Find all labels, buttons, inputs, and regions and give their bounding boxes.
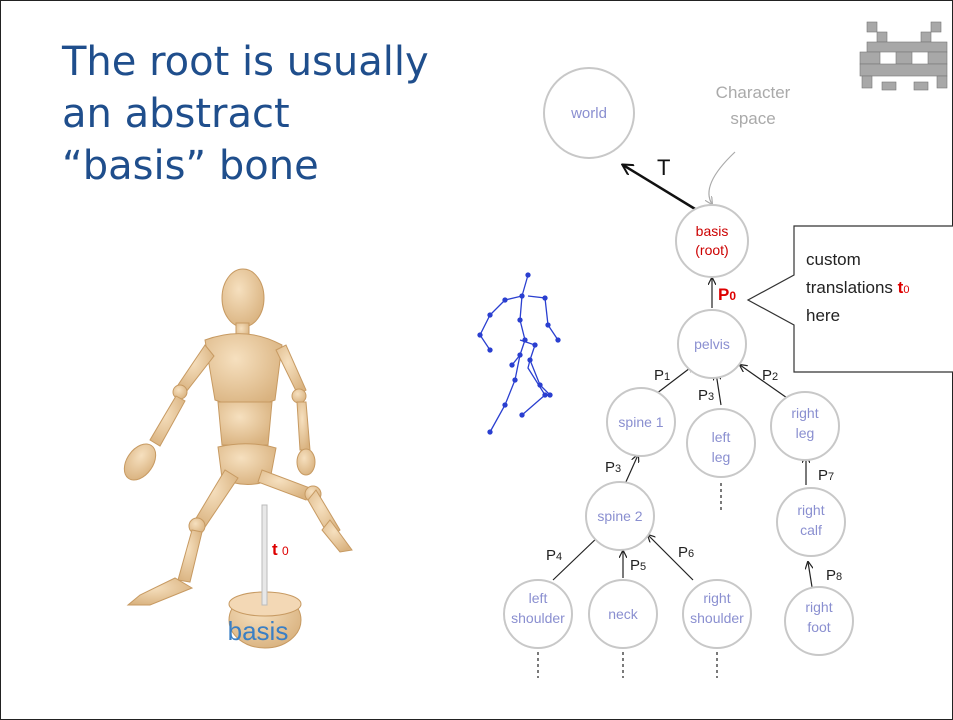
- edge-P2-sub: 2: [772, 371, 778, 383]
- node-right-foot-label-1: right: [805, 599, 832, 615]
- callout-box: [748, 226, 953, 372]
- node-basis-label-2: (root): [695, 242, 728, 258]
- edge-P0-sub: 0: [729, 289, 736, 303]
- stick-figure-icon: [478, 273, 560, 434]
- edge-P4-sub: 4: [556, 551, 562, 563]
- edge-P3a-sub: 3: [708, 391, 714, 403]
- character-space-label-1: Character: [716, 83, 791, 102]
- edge-P4-letter: P: [546, 547, 556, 564]
- edge-P3b: [625, 455, 638, 484]
- edge-P8: [808, 562, 812, 587]
- edge-P1-label: P1: [654, 367, 670, 384]
- node-right-calf-label-2: calf: [800, 522, 822, 538]
- edge-P7-letter: P: [818, 467, 828, 484]
- edge-P6-letter: P: [678, 544, 688, 561]
- node-pelvis-label: pelvis: [694, 336, 730, 352]
- callout-line-2: translations t0: [806, 278, 909, 297]
- callout-line-2-text: translations: [806, 278, 898, 297]
- node-right-shoulder-label-2: shoulder: [690, 610, 744, 626]
- wooden-mannequin-image: [118, 269, 352, 648]
- edge-P3a-label: P3: [698, 387, 714, 404]
- edge-P5-letter: P: [630, 557, 640, 574]
- mannequin-basis-label: basis: [228, 616, 289, 646]
- mannequin-t0-sub: 0: [282, 544, 289, 558]
- node-basis-root: [676, 205, 748, 277]
- edge-P2-label: P2: [762, 367, 778, 384]
- callout-line-3: here: [806, 306, 840, 325]
- edge-P6-label: P6: [678, 544, 694, 561]
- character-space-label-2: space: [730, 109, 775, 128]
- edge-P8-sub: 8: [836, 571, 842, 583]
- node-right-calf-label-1: right: [797, 502, 824, 518]
- edge-P1-letter: P: [654, 367, 664, 384]
- node-right-shoulder-label-1: right: [703, 590, 730, 606]
- node-basis-label-1: basis: [696, 223, 729, 239]
- node-left-shoulder-label-2: shoulder: [511, 610, 565, 626]
- node-spine-1-label: spine 1: [618, 414, 663, 430]
- edge-P8-label: P8: [826, 567, 842, 584]
- edge-P3b-sub: 3: [615, 463, 621, 475]
- node-right-leg-label-1: right: [791, 405, 818, 421]
- edge-P2-letter: P: [762, 367, 772, 384]
- character-space-pointer: [709, 152, 735, 204]
- edge-P4-label: P4: [546, 547, 562, 564]
- edge-T-label: T: [657, 155, 670, 180]
- callout-line-1: custom: [806, 250, 861, 269]
- mannequin-t0-letter: t: [272, 540, 278, 559]
- node-spine-2-label: spine 2: [597, 508, 642, 524]
- callout-t-sub: 0: [903, 284, 909, 296]
- edge-P7-sub: 7: [828, 471, 834, 483]
- edge-P5-sub: 5: [640, 561, 646, 573]
- node-world-label: world: [570, 105, 607, 122]
- edge-P3b-label: P3: [605, 459, 621, 476]
- node-neck-label: neck: [608, 606, 639, 622]
- edge-P6-sub: 6: [688, 548, 694, 560]
- edge-P0-label: P0: [718, 285, 736, 304]
- edge-P3a-letter: P: [698, 387, 708, 404]
- space-invader-icon: [860, 22, 947, 90]
- edge-P1-sub: 1: [664, 371, 670, 383]
- edge-P3b-letter: P: [605, 459, 615, 476]
- node-right-leg-label-2: leg: [796, 425, 815, 441]
- node-left-leg-label-1: left: [712, 429, 731, 445]
- edge-P8-letter: P: [826, 567, 836, 584]
- edge-P5-label: P5: [630, 557, 646, 574]
- edge-P7-label: P7: [818, 467, 834, 484]
- node-left-shoulder-label-1: left: [529, 590, 548, 606]
- node-left-leg-label-2: leg: [712, 449, 731, 465]
- edge-P0-letter: P: [718, 285, 729, 304]
- node-right-foot-label-2: foot: [807, 619, 830, 635]
